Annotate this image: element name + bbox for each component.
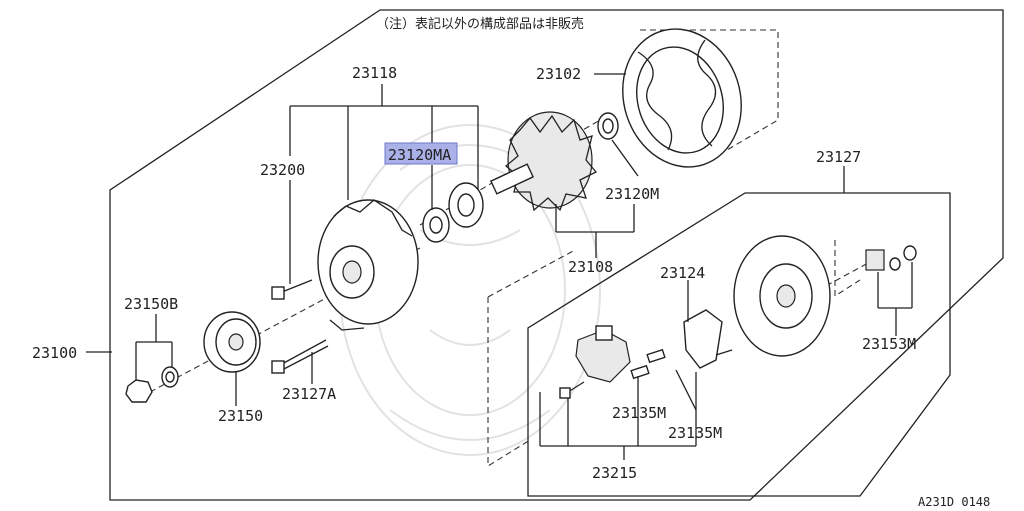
nut-washer: [125, 366, 179, 403]
label-23135m-lower[interactable]: 23135M: [668, 424, 722, 442]
brush-holder: [559, 325, 631, 399]
label-23120m[interactable]: 23120M: [605, 185, 659, 203]
label-23200[interactable]: 23200: [260, 161, 305, 179]
label-23215[interactable]: 23215: [592, 464, 637, 482]
label-23153m[interactable]: 23153M: [862, 335, 916, 353]
leader-lines: [86, 73, 913, 460]
label-23124[interactable]: 23124: [660, 264, 705, 282]
rear-housing: [733, 235, 831, 357]
bearing-23120m: [597, 112, 619, 140]
retainer-plate: [448, 182, 484, 228]
label-23127a[interactable]: 23127A: [282, 385, 336, 403]
label-23150[interactable]: 23150: [218, 407, 263, 425]
assembly-frame: [109, 9, 1004, 501]
brushes: [630, 348, 666, 380]
stator-part: [622, 28, 742, 168]
drawing-code: A231D 0148: [918, 495, 990, 509]
terminal-23153m: [865, 245, 917, 271]
label-23127[interactable]: 23127: [816, 148, 861, 166]
rear-phantom-lines: [834, 240, 861, 298]
label-23100[interactable]: 23100: [32, 344, 77, 362]
bearing-23120ma: [422, 207, 450, 243]
selected-part-highlight: [384, 142, 458, 165]
label-23150b[interactable]: 23150B: [124, 295, 178, 313]
diode-plate: [683, 305, 733, 369]
label-23135m-upper[interactable]: 23135M: [612, 404, 666, 422]
bolt-23200: [271, 279, 313, 300]
label-23120ma[interactable]: 23120MA: [388, 146, 451, 164]
pulley-part: [203, 311, 261, 373]
front-housing: [317, 199, 419, 331]
bolt-23127a: [271, 339, 329, 374]
rotor-phantom-lines: [487, 249, 576, 467]
stator-phantom-lines: [640, 29, 779, 161]
non-sale-note: （注）表記以外の構成部品は非販売: [376, 16, 584, 32]
label-23118[interactable]: 23118: [352, 64, 397, 82]
rear-assembly-frame: [527, 192, 951, 497]
label-23102[interactable]: 23102: [536, 65, 581, 83]
label-23108[interactable]: 23108: [568, 258, 613, 276]
rotor-part: [489, 111, 598, 212]
